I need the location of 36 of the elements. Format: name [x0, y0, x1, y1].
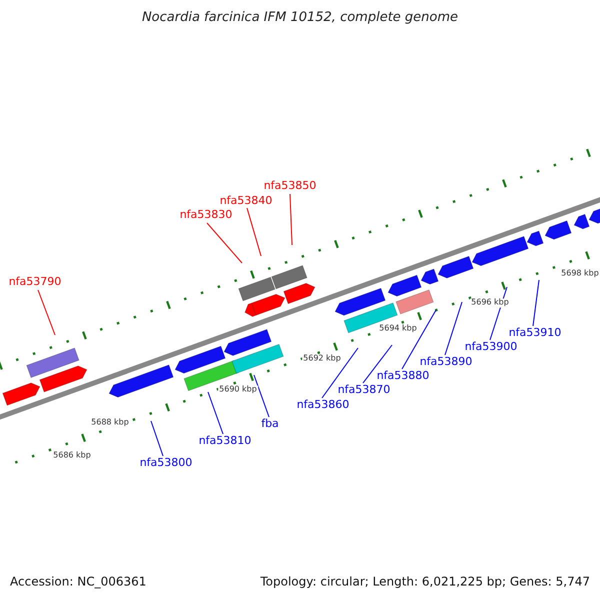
gene-label: nfa53850	[264, 180, 316, 192]
gene-label: nfa53790	[8, 276, 62, 288]
gene-label: nfa53890	[420, 356, 472, 368]
footer-text: Topology: circular; Length: 6,021,225 bp; Genes: 5,747	[260, 575, 590, 589]
footer-text: Accession: NC_006361	[10, 575, 146, 589]
gene-label: fba	[261, 418, 279, 430]
tick-label: 5692 kbp	[302, 354, 342, 364]
leader-line	[246, 208, 262, 256]
leader-line	[254, 374, 270, 418]
leader-line	[150, 420, 164, 456]
tick-label: 5690 kbp	[218, 386, 258, 394]
tick-label: 5694 kbp	[378, 324, 418, 334]
gene-label: nfa53870	[338, 384, 390, 396]
gene-label: nfa53900	[464, 340, 518, 354]
gene-label: nfa53880	[376, 370, 430, 382]
tick-label: 5686 kbp	[52, 452, 92, 460]
gene-label: nfa53860	[296, 398, 350, 412]
leader-line	[208, 392, 224, 434]
leader-line	[290, 194, 292, 246]
gene-label: nfa53910	[508, 326, 562, 340]
leader-line	[38, 290, 56, 336]
leader-line	[444, 302, 462, 356]
gene-label: nfa53800	[140, 456, 192, 470]
leader-line	[532, 280, 540, 326]
leader-line	[322, 348, 358, 398]
leader-line	[362, 344, 392, 384]
tick-label: 5696 kbp	[470, 298, 510, 308]
tick-label: 5698 kbp	[560, 270, 600, 278]
tick-label: 5688 kbp	[90, 418, 130, 428]
gene-label: nfa53810	[198, 434, 252, 448]
leader-line	[490, 286, 508, 340]
title: Nocardia farcinica IFM 10152, complete genome	[142, 10, 458, 26]
gene-label: nfa53830	[180, 208, 232, 222]
leader-line	[402, 310, 436, 370]
leader-line	[206, 222, 242, 264]
gene-label: nfa53840	[220, 194, 272, 208]
